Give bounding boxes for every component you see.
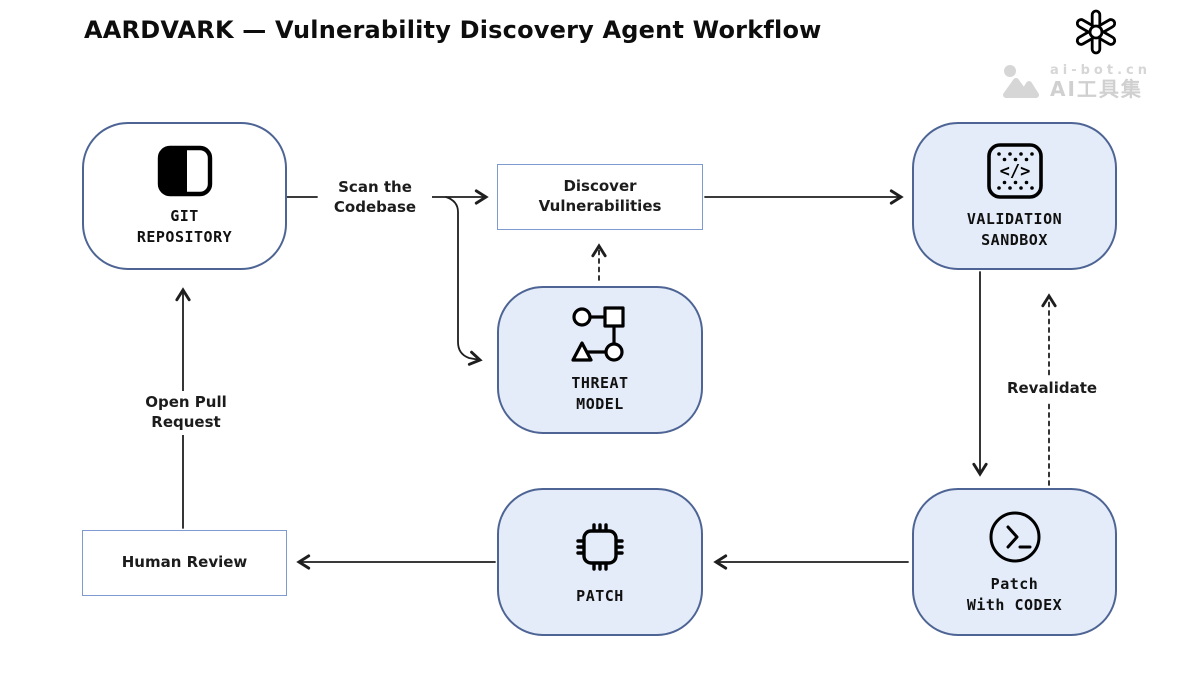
terminal-icon — [987, 509, 1043, 565]
watermark: ai-bot.cn AI工具集 — [1000, 62, 1151, 102]
node-git-repository: GIT REPOSITORY — [82, 122, 287, 270]
edge-label-revalidate: Revalidate — [1001, 377, 1103, 401]
sandbox-code-icon: </> — [986, 142, 1044, 200]
node-label-threat-model: THREAT MODEL — [571, 373, 629, 413]
node-threat-model: THREAT MODEL — [497, 286, 703, 434]
box-label-human-review: Human Review — [121, 553, 248, 572]
flowchart-icon — [568, 305, 632, 364]
box-human-review: Human Review — [82, 530, 287, 596]
watermark-name: AI工具集 — [1050, 77, 1143, 102]
node-label-patch: PATCH — [576, 587, 624, 605]
node-patch: PATCH — [497, 488, 703, 636]
node-label-patch-with-codex: Patch With CODEX — [966, 574, 1063, 614]
node-label-validation-sandbox: VALIDATION SANDBOX — [966, 209, 1063, 249]
node-validation-sandbox: </> VALIDATION SANDBOX — [912, 122, 1117, 270]
edge-label-scan-codebase: Scan the Codebase — [318, 176, 432, 220]
ai-bot-logo-icon — [1000, 62, 1042, 102]
arrow-scan-to-threat-model — [445, 196, 483, 366]
box-label-discover-vulnerabilities: Discover Vulnerabilities — [538, 177, 662, 215]
node-patch-with-codex: Patch With CODEX — [912, 488, 1117, 636]
chip-patch-icon — [570, 517, 630, 577]
svg-text:</>: </> — [999, 161, 1030, 181]
box-discover-vulnerabilities: Discover Vulnerabilities — [497, 164, 703, 230]
node-label-git-repository: GIT REPOSITORY — [136, 206, 233, 246]
git-repository-icon — [157, 145, 213, 197]
openai-logo-icon — [1072, 8, 1120, 56]
watermark-site: ai-bot.cn — [1050, 62, 1151, 78]
edge-label-open-pull-request: Open Pull Request — [123, 391, 249, 435]
page-title: AARDVARK — Vulnerability Discovery Agent… — [84, 16, 822, 44]
